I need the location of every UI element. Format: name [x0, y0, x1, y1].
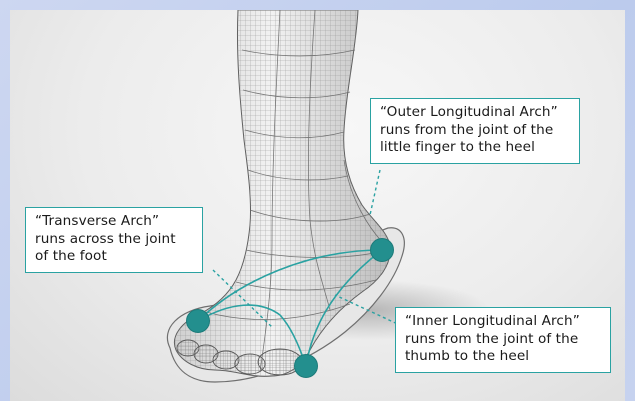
callout-inner-arch: “Inner Longitudinal Arch” runs from the …	[395, 307, 611, 373]
outer-arch-line2: little finger to the heel	[380, 139, 570, 157]
inner-arch-line1: runs from the joint of the	[405, 331, 601, 349]
outer-leader-line	[370, 170, 380, 215]
callout-transverse-arch: “Transverse Arch” runs across the joint …	[25, 207, 203, 273]
outer-arch-line1: runs from the joint of the	[380, 122, 570, 140]
outer-arch-title: “Outer Longitudinal Arch”	[380, 104, 570, 122]
marker-thumb-joint	[295, 355, 318, 378]
transverse-arch-line1: runs across the joint	[35, 231, 193, 249]
inner-arch-line2: thumb to the heel	[405, 348, 601, 366]
illustration-panel: “Outer Longitudinal Arch” runs from the …	[10, 10, 625, 401]
transverse-arch-title: “Transverse Arch”	[35, 213, 193, 231]
inner-arch-title: “Inner Longitudinal Arch”	[405, 313, 601, 331]
callout-outer-arch: “Outer Longitudinal Arch” runs from the …	[370, 98, 580, 164]
marker-little-toe-joint	[187, 310, 210, 333]
marker-heel	[371, 239, 394, 262]
transverse-arch-line2: of the foot	[35, 248, 193, 266]
